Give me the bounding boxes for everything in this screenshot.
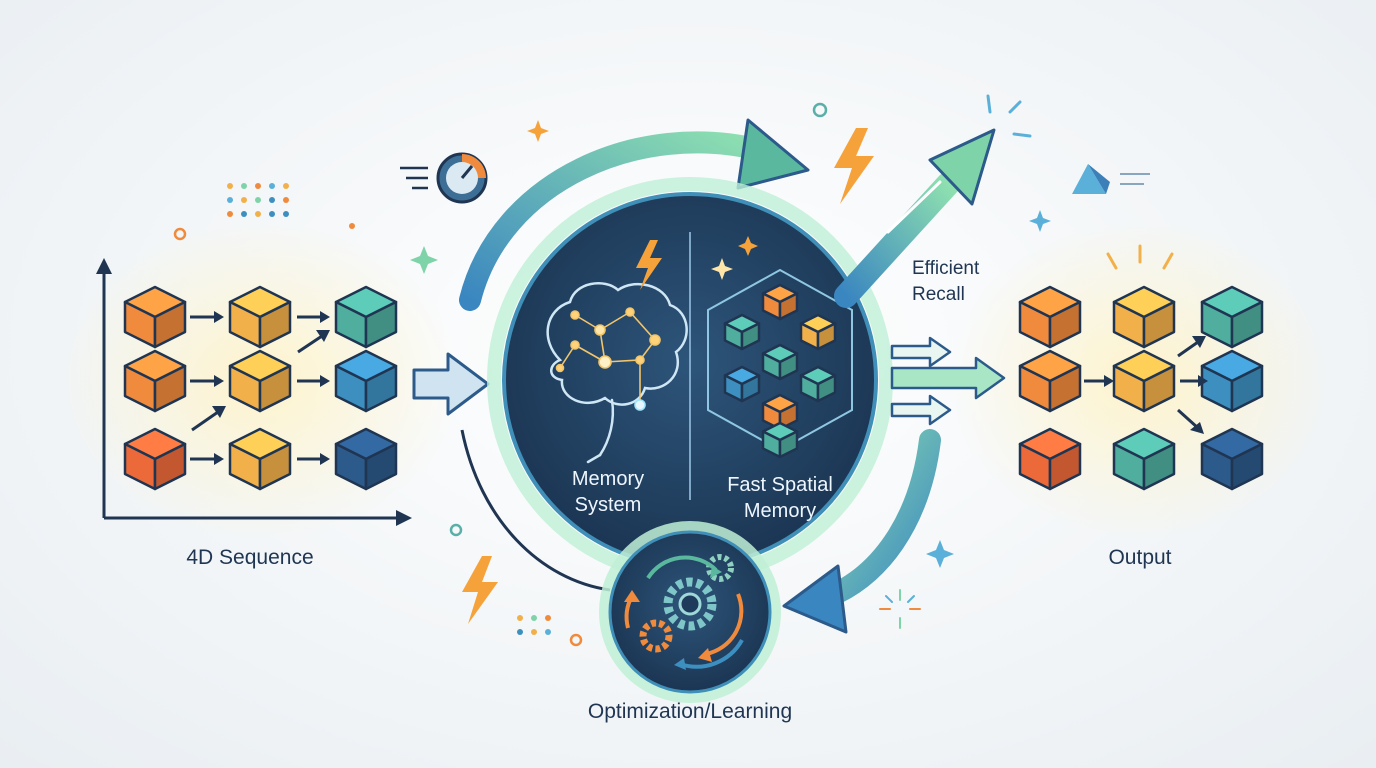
memory-output-arrows	[890, 336, 1006, 426]
spatial-label-line2: Memory	[743, 500, 817, 522]
cube-stack-icon	[707, 268, 853, 459]
input-cube	[334, 349, 398, 413]
input-cube	[123, 285, 187, 349]
output-cube	[1018, 349, 1082, 413]
recall-arrow	[834, 128, 996, 308]
recall-label-line2: Recall	[912, 284, 965, 305]
output-cube-grid	[1018, 285, 1264, 491]
gears-cycle-icon	[624, 554, 744, 670]
recall-label-line1: Efficient	[912, 258, 980, 279]
memory-label-line1: Memory	[571, 468, 645, 490]
lightning-icon-top	[834, 128, 874, 204]
memory-label-line2: System	[574, 494, 642, 516]
output-cube	[1112, 349, 1176, 413]
spatial-memory-cube	[723, 313, 761, 351]
input-axes	[96, 258, 412, 526]
spatial-label-line1: Fast Spatial	[727, 474, 833, 496]
optimization-learning-label: Optimization/Learning	[587, 700, 793, 723]
input-cube	[228, 427, 292, 491]
spatial-memory-cube	[761, 283, 799, 321]
memory-sparkle-icon	[711, 258, 733, 280]
output-cube	[1200, 285, 1264, 349]
prism-icon	[1072, 164, 1150, 194]
decor-dots	[227, 183, 551, 635]
burst-lines	[879, 94, 1174, 629]
input-flow-arrows	[190, 311, 330, 465]
lightning-icon-bottom	[462, 556, 498, 624]
top-cycle-arrow	[459, 131, 771, 311]
input-cube-grid	[123, 285, 398, 491]
output-cube	[1200, 427, 1264, 491]
output-label: Output	[1108, 546, 1172, 569]
input-cube	[334, 427, 398, 491]
input-cube	[228, 285, 292, 349]
input-cube	[123, 349, 187, 413]
sparkle-icon	[410, 120, 1051, 568]
output-cube	[1200, 349, 1264, 413]
bottom-cycle-arrowhead	[782, 564, 848, 634]
spatial-memory-cube	[761, 393, 799, 431]
left-cycle-line	[460, 429, 611, 592]
input-cube	[334, 285, 398, 349]
output-cube	[1112, 427, 1176, 491]
spatial-memory-cube	[761, 343, 799, 381]
input-cube	[228, 349, 292, 413]
input-cube	[123, 427, 187, 491]
decor-rings	[173, 102, 828, 647]
output-cube	[1112, 285, 1176, 349]
memory-system-label: Memory System	[538, 466, 678, 518]
spatial-memory-cube	[723, 365, 761, 403]
input-label: 4D Sequence	[186, 546, 314, 569]
spatial-memory-cube	[761, 421, 799, 459]
input-to-memory-arrow	[412, 352, 490, 416]
optimization-circle-ring	[599, 521, 781, 703]
brain-network-icon	[546, 282, 688, 464]
fast-spatial-memory-label: Fast Spatial Memory	[700, 472, 860, 524]
brain-nodes	[555, 307, 661, 411]
top-cycle-arrowhead	[736, 118, 810, 190]
spatial-memory-cube	[799, 313, 837, 351]
spatial-memory-cube	[799, 365, 837, 403]
memory-lightning-icon	[636, 240, 662, 290]
speedometer-icon	[400, 152, 488, 204]
efficient-recall-label: Efficient Recall	[912, 256, 1032, 308]
output-cube	[1018, 427, 1082, 491]
output-flow-arrows	[1084, 336, 1208, 434]
output-cube	[1018, 285, 1082, 349]
